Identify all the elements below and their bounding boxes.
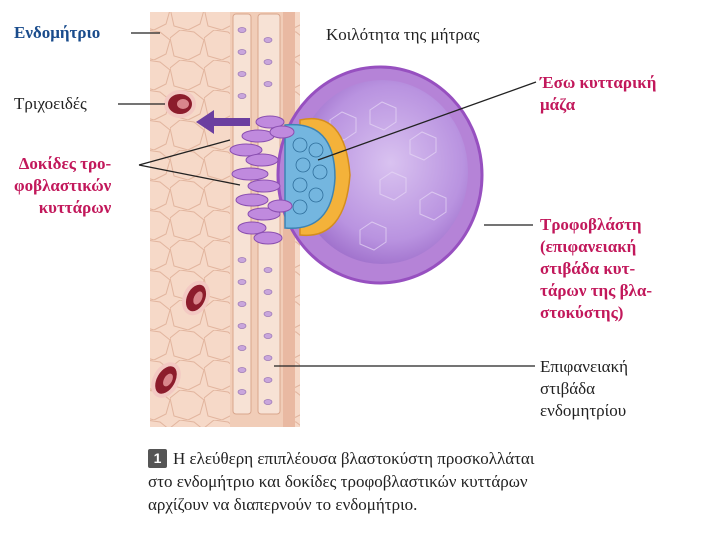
surface-line-3: ενδομητρίου (540, 400, 628, 422)
label-surface-endometrium: Επιφανειακή στιβάδα ενδομητρίου (540, 356, 628, 422)
troph-line-4: τάρων της βλα- (540, 280, 652, 302)
label-trophoblast: Τροφοβλάστη (επιφανειακή στιβάδα κυτ- τά… (540, 214, 652, 324)
villi-line-2: φοβλαστικών (14, 175, 111, 197)
inner-mass-line-2: μάζα (540, 94, 656, 116)
label-inner-cell-mass: Έσω κυτταρική μάζα (540, 72, 656, 116)
surface-line-2: στιβάδα (540, 378, 628, 400)
troph-line-5: στοκύστης) (540, 302, 652, 324)
step-number-badge: 1 (148, 449, 167, 468)
villi-line-1: Δοκίδες τρο- (14, 153, 111, 175)
caption-line-2: στο ενδομήτριο και δοκίδες τροφοβλαστικώ… (148, 470, 708, 493)
endometrium-tissue (148, 12, 300, 427)
label-capillaries: Τριχοειδές (14, 93, 87, 115)
label-uterine-cavity: Κοιλότητα της μήτρας (326, 24, 479, 46)
figure-caption: 1 Η ελεύθερη επιπλέουσα βλαστοκύστη προσκ… (148, 447, 708, 516)
troph-line-3: στιβάδα κυτ- (540, 258, 652, 280)
troph-line-2: (επιφανειακή (540, 236, 652, 258)
villi-line-3: κυττάρων (14, 197, 111, 219)
surface-line-1: Επιφανειακή (540, 356, 628, 378)
caption-line-3: αρχίζουν να διαπερνούν το ενδομήτριο. (148, 493, 708, 516)
label-trophoblast-villi: Δοκίδες τρο- φοβλαστικών κυττάρων (14, 153, 111, 219)
inner-mass-line-1: Έσω κυτταρική (540, 72, 656, 94)
caption-line-1: Η ελεύθερη επιπλέουσα βλαστοκύστη προσκο… (173, 449, 534, 468)
label-endometrium: Ενδομήτριο (14, 22, 100, 44)
troph-line-1: Τροφοβλάστη (540, 214, 652, 236)
